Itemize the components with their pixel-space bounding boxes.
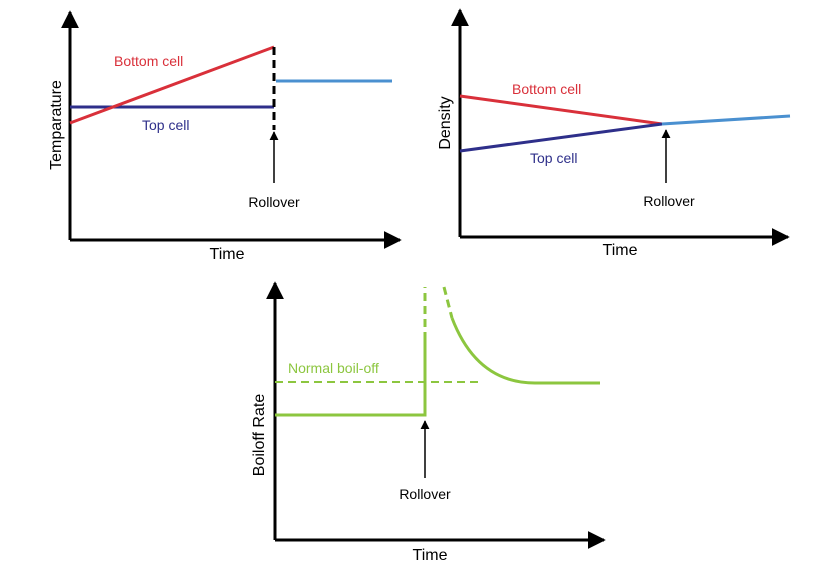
boiloff-decay-curve <box>450 317 600 385</box>
density-bottom-cell-label: Bottom cell <box>512 81 581 97</box>
boiloff-y-label: Boiloff Rate <box>251 394 268 477</box>
density-y-label: Density <box>437 96 454 149</box>
density-mixed-line <box>661 114 791 126</box>
density-panel: Bottom cell Top cell Rollover Time Densi… <box>437 8 791 259</box>
density-rollover-label: Rollover <box>643 193 695 209</box>
temperature-bottom-cell-label: Bottom cell <box>114 53 183 69</box>
density-bottom-cell-line <box>459 94 663 126</box>
temperature-rollover-label: Rollover <box>248 194 300 210</box>
temperature-panel: Bottom cell Top cell Rollover Time Tempa… <box>48 10 402 263</box>
density-top-cell-label: Top cell <box>530 150 577 166</box>
boiloff-panel: Normal boil-off Rollover Time Boiloff Ra… <box>251 281 606 564</box>
boiloff-rollover-label: Rollover <box>399 486 451 502</box>
density-x-label: Time <box>603 242 638 259</box>
density-top-cell-line <box>459 122 663 153</box>
temperature-x-label: Time <box>210 246 245 263</box>
boiloff-normal-label: Normal boil-off <box>288 360 379 376</box>
boiloff-decay-dashed <box>442 286 454 319</box>
boiloff-x-label: Time <box>413 547 448 564</box>
temperature-top-cell-label: Top cell <box>142 117 189 133</box>
temperature-y-label: Temparature <box>48 80 65 170</box>
boiloff-actual-line <box>275 340 427 417</box>
temperature-bottom-cell-line <box>69 45 275 125</box>
